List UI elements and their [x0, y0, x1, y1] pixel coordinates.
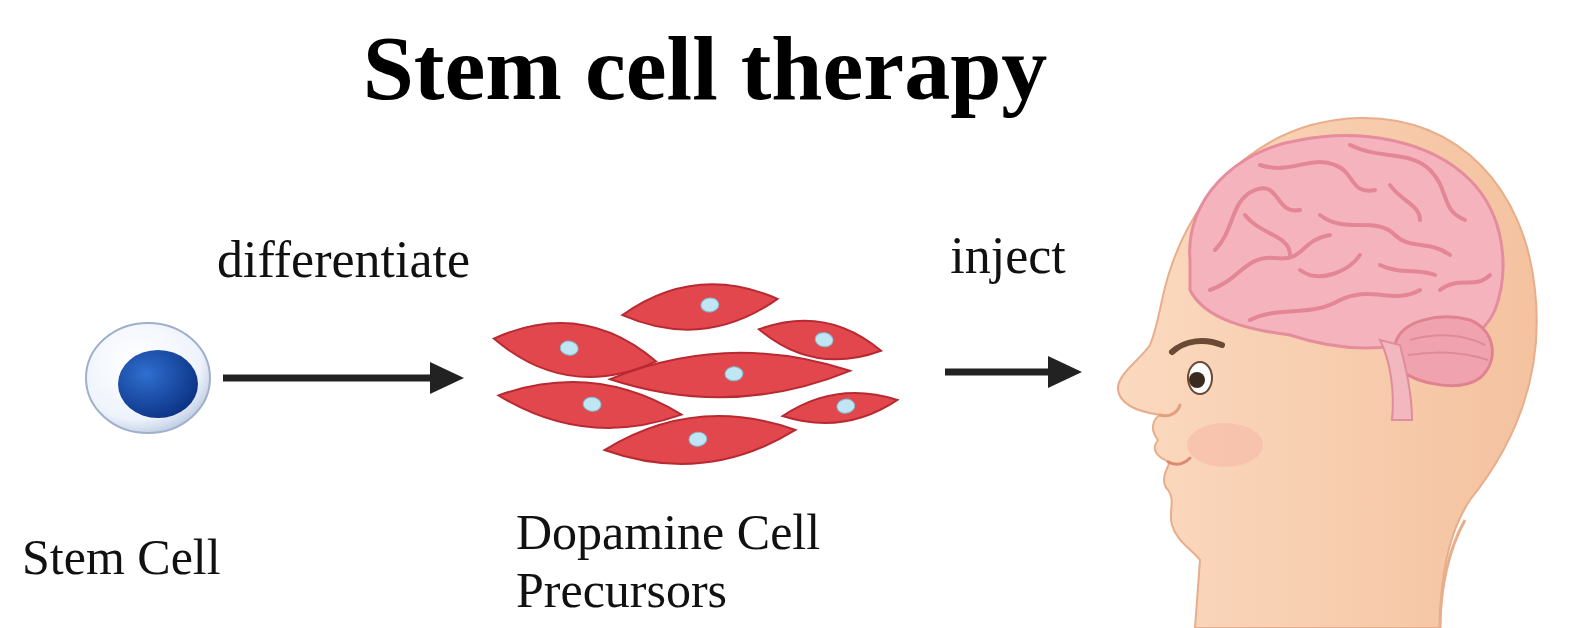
eyebrow — [1172, 341, 1222, 352]
stem-cell-icon — [18, 316, 280, 466]
cell-cluster-node: Dopamine Cell Precursors — [470, 275, 914, 623]
dopamine-cells-icon — [470, 275, 910, 475]
stem-cell-node: Stem Cell — [18, 316, 280, 590]
diagram-title: Stem cell therapy — [0, 18, 1410, 119]
cerebellum — [1395, 317, 1492, 386]
arrow-label: inject — [946, 226, 1070, 286]
head-outline — [1118, 118, 1537, 628]
eye — [1188, 362, 1212, 394]
arrow-connector — [223, 362, 464, 394]
inject-arrow — [945, 356, 1082, 388]
brainstem — [1380, 340, 1412, 420]
node-label: Dopamine Cell Precursors — [516, 503, 914, 619]
node-label: Stem Cell — [22, 528, 221, 586]
edge-label: differentiate — [213, 230, 474, 290]
